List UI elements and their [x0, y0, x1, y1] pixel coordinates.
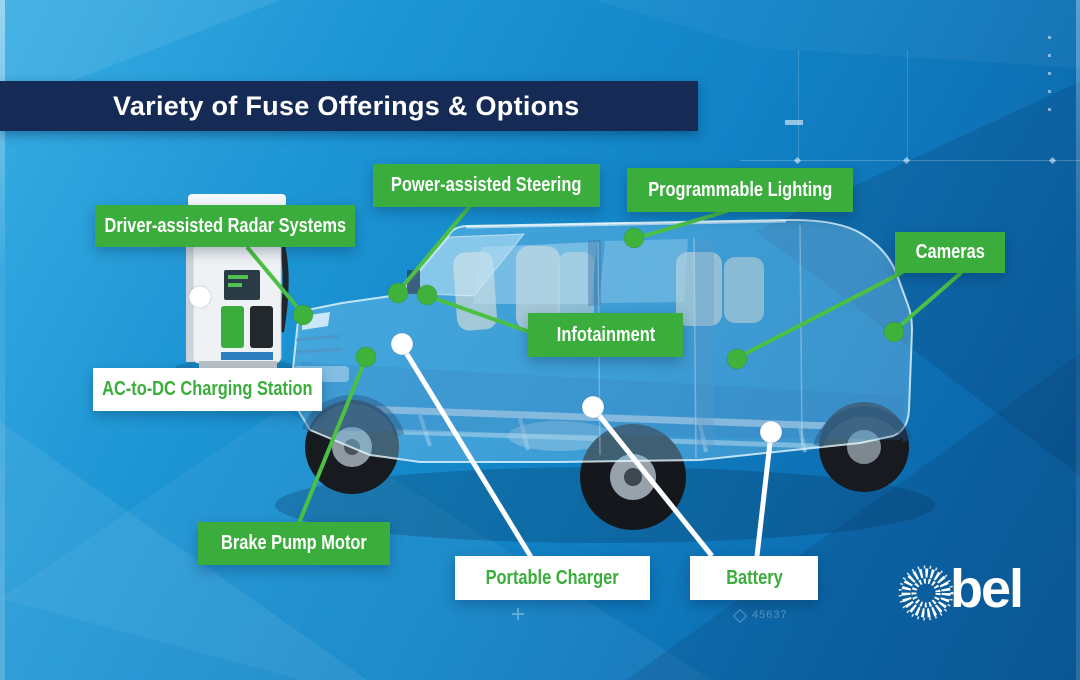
callout-programmable-lighting: Programmable Lighting — [627, 168, 853, 212]
callout-cameras: Cameras — [895, 232, 1005, 273]
bg-edge-highlight — [0, 0, 5, 680]
callout-power-assisted-steering: Power-assisted Steering — [373, 164, 600, 207]
marker-dot-cameras-1 — [726, 348, 748, 370]
callout-brake-pump-motor: Brake Pump Motor — [198, 522, 390, 565]
callout-ac-to-dc-charging-station: AC-to-DC Charging Station — [93, 368, 322, 411]
callout-battery: Battery — [690, 556, 818, 600]
plus-mark-icon — [512, 608, 524, 620]
watermark-number: 45637 — [752, 609, 788, 621]
station-green-plug — [221, 306, 244, 348]
marker-dot-driver-radar — [292, 304, 314, 326]
connector-line-portable-charger — [399, 344, 534, 559]
callout-portable-charger: Portable Charger — [455, 556, 650, 600]
callout-driver-assisted-radar-systems: Driver-assisted Radar Systems — [95, 205, 355, 247]
callout-label: Driver-assisted Radar Systems — [104, 214, 346, 237]
connector-line-infotainment — [427, 294, 531, 334]
slide-title-banner: Variety of Fuse Offerings & Options — [0, 81, 698, 131]
bel-logo: bel — [898, 559, 1058, 628]
callout-label: Power-assisted Steering — [391, 174, 582, 196]
connector-line-power-steering — [396, 204, 472, 294]
bg-circuit-line — [907, 50, 908, 160]
bg-circuit-line — [798, 50, 799, 160]
van-door-window — [473, 242, 597, 304]
station-black-plug — [250, 306, 273, 348]
connector-line-cameras-2 — [892, 270, 964, 333]
callout-label: Infotainment — [556, 323, 655, 346]
marker-dot-power-steering — [387, 282, 409, 304]
bg-dash-mark — [785, 120, 803, 125]
callout-label: AC-to-DC Charging Station — [102, 378, 313, 400]
bel-logo-text: bel — [950, 559, 1024, 619]
connector-line-driver-radar — [245, 245, 305, 316]
marker-dot-infotainment — [416, 284, 438, 306]
connector-line-battery-2 — [754, 433, 774, 557]
marker-dot-programmable-lighting — [623, 227, 645, 249]
callout-label: Cameras — [915, 241, 985, 263]
van-tank — [508, 421, 612, 451]
connector-line-cameras-1 — [736, 270, 904, 360]
callout-label: Battery — [725, 566, 783, 589]
slide-title: Variety of Fuse Offerings & Options — [113, 90, 580, 121]
bel-starburst-icon — [898, 565, 954, 621]
callout-label: Brake Pump Motor — [221, 532, 367, 554]
bg-dotted-line — [1048, 36, 1051, 116]
callout-label: Portable Charger — [485, 566, 620, 589]
marker-dot-portable-charger — [390, 332, 414, 356]
bg-edge-highlight — [1076, 0, 1080, 680]
connector-line-brake-pump — [297, 357, 368, 524]
callout-label: Programmable Lighting — [647, 178, 833, 201]
marker-dot-battery-1 — [581, 395, 605, 419]
callout-infotainment: Infotainment — [528, 313, 683, 357]
van-windshield — [400, 233, 526, 297]
connector-line-battery-1 — [592, 407, 714, 558]
connector-line-programmable-lighting — [633, 209, 728, 241]
marker-dot-cameras-2 — [883, 321, 905, 343]
marker-dot-brake-pump — [355, 346, 377, 368]
marker-dot-battery-2 — [759, 420, 783, 444]
marker-dot-ac-dc-station — [188, 285, 212, 309]
